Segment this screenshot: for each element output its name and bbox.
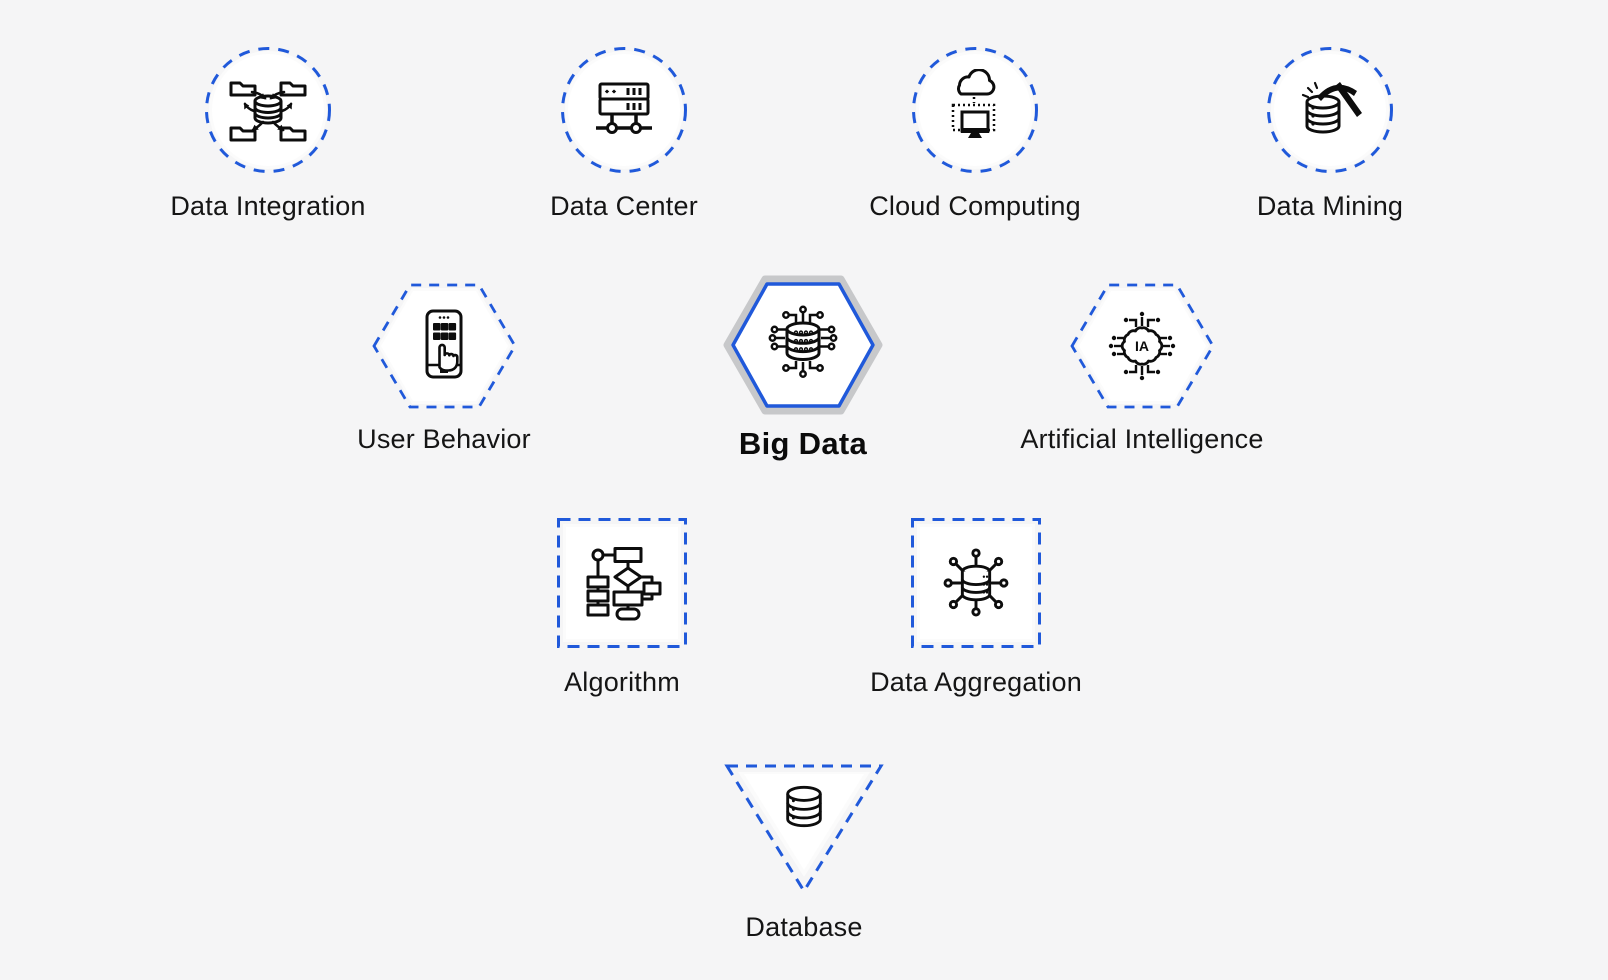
node-label: Data Aggregation — [870, 667, 1082, 697]
node-data-mining: Data Mining — [1180, 46, 1480, 222]
database-icon — [786, 785, 822, 828]
solid-hexagon-shape — [723, 275, 883, 415]
ai-icon-text: IA — [1135, 338, 1149, 354]
node-label: Data Mining — [1256, 191, 1404, 221]
user-behavior-icon — [425, 309, 463, 379]
data-mining-icon — [1301, 81, 1362, 134]
node-big-data: Big Data — [653, 272, 953, 461]
big-data-icon — [768, 305, 838, 378]
node-label: Cloud Computing — [869, 191, 1081, 221]
cloud-computing-icon — [951, 69, 996, 138]
data-center-icon — [596, 82, 652, 134]
node-algorithm: Algorithm — [472, 518, 772, 698]
artificial-intelligence-icon: IA — [1108, 311, 1176, 381]
data-aggregation-icon — [943, 548, 1009, 617]
node-label: Artificial Intelligence — [1020, 424, 1264, 454]
node-label: Algorithm — [564, 667, 680, 697]
algorithm-icon — [586, 547, 662, 621]
node-label: Database — [745, 912, 863, 942]
dashed-square-shape — [911, 518, 1041, 648]
node-data-center: Data Center — [474, 46, 774, 222]
node-label: User Behavior — [357, 424, 531, 454]
node-label: Data Center — [550, 191, 698, 221]
node-cloud-computing: Cloud Computing — [825, 46, 1125, 222]
node-artificial-intelligence: IA Artificial Intelligence — [992, 282, 1292, 455]
node-data-aggregation: Data Aggregation — [826, 518, 1126, 698]
node-data-integration: Data Integration — [118, 46, 418, 222]
node-database: Database — [654, 762, 954, 943]
data-integration-icon — [229, 81, 307, 142]
node-user-behavior: User Behavior — [294, 282, 594, 455]
dashed-circle-shape — [912, 47, 1038, 173]
dashed-circle-shape — [1267, 47, 1393, 173]
node-label: Data Integration — [170, 191, 366, 221]
node-label: Big Data — [738, 426, 868, 461]
dashed-circle-shape — [561, 47, 687, 173]
